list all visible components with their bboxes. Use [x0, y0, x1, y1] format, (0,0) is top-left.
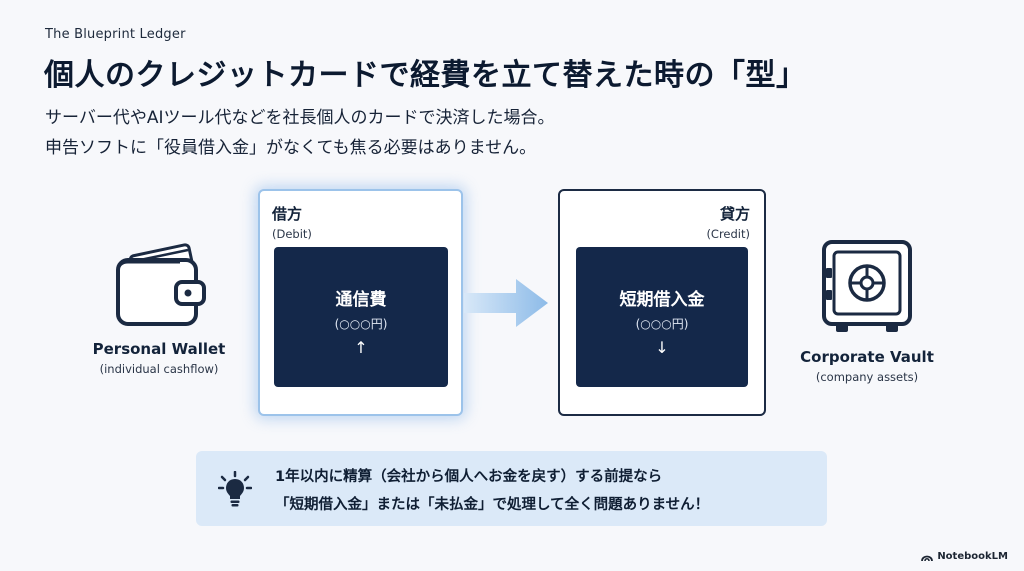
debit-account-card: 通信費 (○○○円) ↑ — [274, 247, 448, 387]
debit-amount: (○○○円) — [334, 317, 388, 331]
page-title: 個人のクレジットカードで経費を立て替えた時の「型」 — [44, 58, 807, 93]
safe-icon — [822, 240, 912, 332]
flow-arrow-icon — [464, 279, 548, 327]
credit-account-name: 短期借入金 — [619, 290, 705, 310]
credit-amount: (○○○円) — [635, 317, 689, 331]
credit-account-card: 短期借入金 (○○○円) ↓ — [576, 247, 748, 387]
subtitle-line-2: 申告ソフトに「役員借入金」がなくても焦る必要はありません。 — [45, 138, 537, 158]
vault-label: Corporate Vault — [800, 348, 934, 366]
debit-box: 借方 (Debit) 通信費 (○○○円) ↑ — [258, 189, 463, 416]
footer-logo: NotebookLM — [921, 551, 1008, 562]
corporate-vault: Corporate Vault (company assets) — [788, 238, 946, 384]
subtitle: サーバー代やAIツール代などを社長個人のカードで決済した場合。 申告ソフトに「役… — [45, 103, 554, 163]
debit-account-name: 通信費 — [335, 290, 387, 310]
wallet-sublabel: (individual cashflow) — [99, 362, 219, 376]
wallet-icon — [116, 243, 206, 326]
debit-subheading: (Debit) — [272, 227, 312, 241]
credit-heading: 貸方 — [719, 205, 750, 223]
notebooklm-logo-icon — [921, 555, 934, 561]
credit-increase-arrow: ↓ — [655, 338, 669, 357]
credit-subheading: (Credit) — [706, 227, 750, 241]
lightbulb-icon — [218, 471, 252, 507]
callout-line-1: 1年以内に精算（会社から個人へお金を戻す）する前提なら — [275, 469, 663, 485]
personal-wallet: Personal Wallet (individual cashflow) — [80, 238, 238, 376]
debit-heading: 借方 — [272, 205, 303, 223]
footer-logo-text: NotebookLM — [937, 551, 1008, 562]
callout-line-2: 「短期借入金」または「未払金」で処理して全く問題ありません！ — [275, 497, 710, 513]
wallet-label: Personal Wallet — [92, 340, 226, 358]
brand-label: The Blueprint Ledger — [45, 27, 186, 42]
subtitle-line-1: サーバー代やAIツール代などを社長個人のカードで決済した場合。 — [45, 108, 555, 128]
vault-sublabel: (company assets) — [815, 370, 919, 384]
credit-box: 貸方 (Credit) 短期借入金 (○○○円) ↓ — [558, 189, 766, 416]
debit-increase-arrow: ↑ — [354, 338, 368, 357]
tip-callout: 1年以内に精算（会社から個人へお金を戻す）する前提なら 「短期借入金」または「未… — [196, 451, 827, 526]
